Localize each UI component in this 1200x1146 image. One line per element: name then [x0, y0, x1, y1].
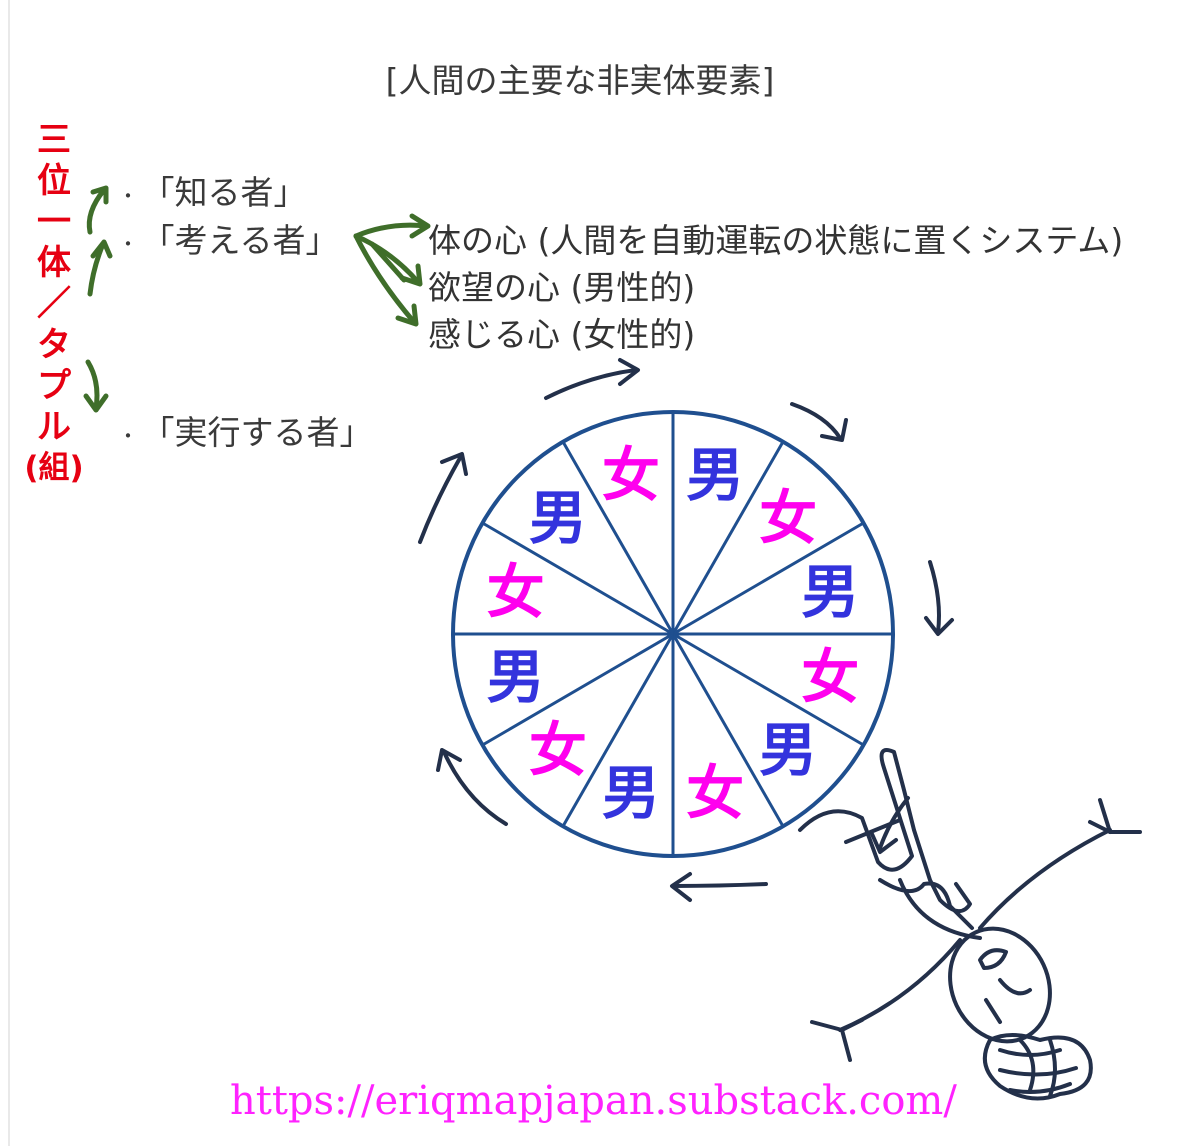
wheel-spoke: [481, 521, 674, 636]
female-segment-label: 女: [528, 716, 587, 785]
desire-mind-label: 欲望の心 (男性的): [428, 268, 696, 307]
female-segment-label: 女: [801, 642, 860, 711]
male-segment-label: 男: [759, 716, 818, 785]
rotation-arrow-icon: [418, 452, 468, 544]
female-segment-label: 女: [486, 557, 545, 626]
body-mind-label: 体の心 (人間を自動運転の状態に置くシステム): [428, 221, 1124, 260]
bullet: ・: [118, 424, 138, 448]
trinity-char: ル: [37, 407, 71, 447]
trinity-vertical-label: 三 位 一 体 ／ タ プ ル (組): [14, 120, 94, 488]
doer-label: 「実行する者」: [158, 413, 373, 452]
trinity-char: 三: [37, 120, 71, 160]
wheel-spoke: [671, 440, 785, 635]
wheel-spokes: [453, 412, 893, 856]
male-segment-label: 男: [801, 557, 860, 626]
source-url: https://eriqmapjapan.substack.com/: [230, 1078, 957, 1124]
knower-item: ・「知る者」: [118, 166, 307, 214]
trinity-char: 体: [37, 243, 71, 283]
bullet: ・: [118, 232, 138, 256]
wheel-spoke: [561, 440, 675, 635]
rotation-arrow-icon: [924, 560, 954, 636]
feeling-mind-label: 感じる心 (女性的): [428, 315, 696, 354]
green-down-arrow-icon: [83, 359, 109, 413]
thinker-label: 「考える者」: [158, 221, 339, 260]
gender-wheel: [451, 410, 895, 858]
female-segment-label: 女: [759, 483, 818, 552]
rotation-arrow-icon: [790, 402, 848, 442]
wheel-spoke: [672, 521, 865, 636]
knower-label: 「知る者」: [158, 173, 307, 212]
male-segment-label: 男: [601, 758, 660, 827]
bullet: ・: [118, 184, 138, 208]
female-segment-label: 女: [686, 758, 745, 827]
rotation-arrow-icon: [544, 358, 640, 400]
left-edge-line: [8, 0, 10, 1146]
trinity-char: 一: [37, 202, 71, 242]
trinity-char: 位: [37, 161, 71, 201]
falling-person-sketch: [798, 748, 1142, 1101]
green-up-arrow-icon: [87, 239, 113, 297]
male-segment-label: 男: [686, 441, 745, 510]
green-up-arrow-icon: [86, 185, 109, 235]
rotation-arrow-icon: [670, 872, 768, 902]
wheel-spoke: [671, 633, 785, 828]
trinity-char: タ: [37, 325, 71, 365]
trinity-char: プ: [37, 366, 71, 406]
thinker-item: ・「考える者」: [118, 214, 339, 262]
wheel-spoke: [561, 633, 675, 828]
green-branch-arrow-icon: [353, 213, 431, 327]
doer-item: ・「実行する者」: [118, 406, 373, 454]
trinity-char: ／: [37, 284, 71, 324]
diagram-title: [人間の主要な非実体要素]: [385, 61, 775, 100]
female-segment-label: 女: [601, 441, 660, 510]
wheel-spoke: [481, 632, 674, 747]
trinity-group-label: (組): [24, 450, 84, 486]
male-segment-label: 男: [486, 642, 545, 711]
rotation-arrow-icon: [436, 748, 508, 826]
wheel-spoke: [672, 632, 865, 747]
male-segment-label: 男: [528, 483, 587, 552]
